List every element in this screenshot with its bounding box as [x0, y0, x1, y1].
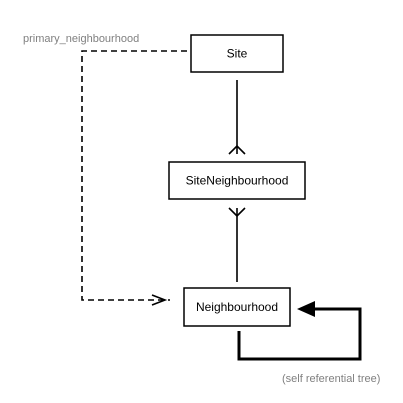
- node-site: Site: [190, 34, 284, 73]
- dashed-arrowhead-icon: [151, 294, 168, 306]
- self-referential-annotation: (self referential tree): [282, 373, 380, 385]
- primary-neighbourhood-edge: [81, 50, 187, 306]
- node-neighbourhood-label: Neighbourhood: [196, 300, 278, 314]
- self-referential-edge: [237, 301, 362, 361]
- node-site-neighbourhood-box: [168, 161, 306, 200]
- self-reference-arrowhead-icon: [297, 301, 315, 317]
- node-neighbourhood-box: [183, 287, 291, 327]
- node-site-box: [190, 34, 284, 73]
- node-site-neighbourhood: SiteNeighbourhood: [168, 161, 306, 200]
- node-site-label: Site: [227, 47, 248, 61]
- crows-foot-many-icon: [228, 207, 246, 218]
- node-site-neighbourhood-label: SiteNeighbourhood: [186, 174, 289, 188]
- node-neighbourhood: Neighbourhood: [183, 287, 291, 327]
- primary-neighbourhood-annotation: primary_neighbourhood: [23, 33, 139, 45]
- crows-foot-many-icon: [228, 144, 246, 155]
- site-to-siteneighbourhood-edge: [228, 80, 246, 155]
- neighbourhood-to-siteneighbourhood-edge: [228, 207, 246, 282]
